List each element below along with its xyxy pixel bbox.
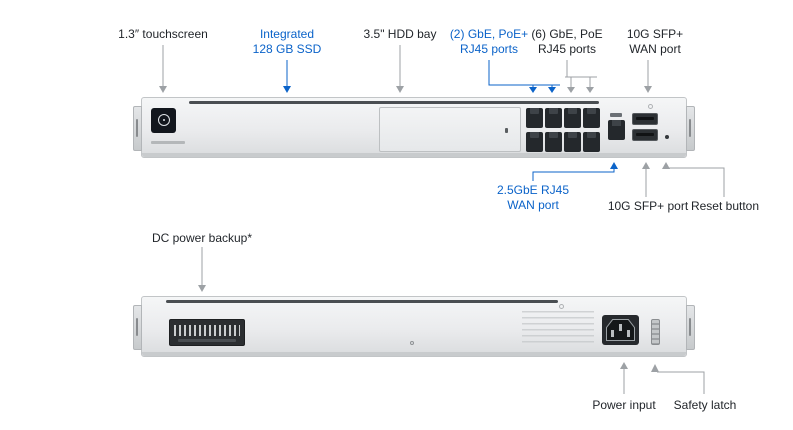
callout-poe-line2: RJ45 ports: [537, 42, 597, 56]
touchscreen-display: [151, 108, 176, 133]
cert-label-block: [522, 311, 594, 345]
rj45-port: [564, 108, 581, 128]
rack-ear-left: [133, 106, 142, 151]
leader-poe-plus-arrow2: [548, 87, 556, 93]
callout-safety-latch: Safety latch: [673, 398, 737, 412]
touch-ui-icon: [158, 114, 170, 126]
safety-latch-tab: [651, 319, 660, 345]
rack-ear-left: [133, 305, 142, 350]
brand-mark: [648, 104, 653, 109]
rj45-port: [583, 132, 600, 152]
hdd-bay-tray: [379, 107, 521, 152]
rack-ear-right: [686, 305, 695, 350]
callout-touchscreen: 1.3″ touchscreen: [118, 27, 208, 41]
callout-power-input: Power input: [592, 398, 656, 412]
leader-poe-plus-arrow1: [529, 87, 537, 93]
leader-dc-arrow: [198, 285, 206, 292]
tray-release-hole: [505, 128, 508, 133]
leader-ssd-arrow: [283, 86, 291, 93]
callout-ssd: Integrated 128 GB SSD: [247, 27, 327, 57]
vent-slot: [166, 300, 558, 303]
inlet-pins: [619, 324, 622, 331]
callout-ssd-line1: Integrated: [259, 27, 315, 41]
callout-reset-button: Reset button: [690, 199, 760, 213]
callout-wan-rj45-port: 2.5GbE RJ45 WAN port: [493, 183, 573, 213]
leader-wan-rj45-arrow: [610, 162, 618, 169]
dc-terminal-block: [169, 319, 245, 346]
sfp-lan-slot: [632, 129, 658, 141]
leader-reset-arrow: [662, 162, 670, 169]
front-panel-illustration: [133, 97, 695, 158]
rj45-port: [545, 132, 562, 152]
leader-power-input-arrow: [620, 362, 628, 369]
brand-mark: [559, 304, 564, 309]
callout-sfp-lan-port: 10G SFP+ port: [607, 199, 689, 213]
callout-wan-rj45-line2: WAN port: [507, 198, 559, 212]
rack-ear-right: [686, 106, 695, 151]
leader-sfp-lan-arrow: [642, 162, 650, 169]
leader-poe-line: [565, 60, 597, 78]
rj45-port: [545, 108, 562, 128]
callout-sfp-wan-line1: 10G SFP+: [626, 27, 684, 41]
callout-poe-plus-line2: RJ45 ports: [459, 42, 519, 56]
callout-wan-rj45-line1: 2.5GbE RJ45: [496, 183, 570, 197]
wan-rj45-port: [608, 120, 625, 140]
leader-poe-arrow1: [567, 87, 575, 93]
callout-poe-plus-ports: (2) GbE, PoE+ RJ45 ports: [447, 27, 531, 57]
dc-terminal-pins: [174, 325, 240, 336]
chassis-base-strip: [142, 153, 686, 157]
leader-safety-latch-line: [657, 371, 705, 394]
callout-sfp-wan-port: 10G SFP+ WAN port: [617, 27, 693, 57]
callout-dc-power-backup: DC power backup*: [151, 231, 253, 245]
rj45-port: [526, 108, 543, 128]
leader-sfp-wan-arrow: [644, 86, 652, 93]
brand-text-placeholder: [151, 141, 185, 144]
leader-hdd-arrow: [396, 86, 404, 93]
rj45-port: [583, 108, 600, 128]
vent-slot: [189, 101, 599, 104]
leader-touchscreen-arrow: [159, 86, 167, 93]
dc-terminal-ledge: [178, 339, 236, 342]
power-inlet: [602, 315, 639, 345]
regulatory-mark: [410, 341, 414, 345]
callout-ssd-line2: 128 GB SSD: [252, 42, 322, 56]
leader-wan-rj45-line: [532, 169, 615, 181]
callout-poe-ports: (6) GbE, PoE RJ45 ports: [529, 27, 605, 57]
leader-poe-plus-line: [488, 60, 560, 86]
leader-poe-arrow2: [586, 87, 594, 93]
sfp-wan-slot: [632, 113, 658, 125]
reset-button-dot: [665, 135, 669, 139]
callout-poe-line1: (6) GbE, PoE: [531, 27, 603, 41]
rj45-port: [526, 132, 543, 152]
callout-hdd-bay: 3.5" HDD bay: [363, 27, 437, 41]
leader-reset-line: [668, 167, 725, 197]
rear-panel-illustration: [133, 296, 695, 357]
callout-poe-plus-line1: (2) GbE, PoE+: [449, 27, 529, 41]
chassis-base-strip: [142, 352, 686, 356]
callout-sfp-wan-line2: WAN port: [629, 42, 681, 56]
leader-safety-latch-arrow: [651, 364, 659, 372]
rj45-port: [564, 132, 581, 152]
wan-port-marking: [610, 113, 622, 117]
rj45-port-block: [526, 108, 600, 152]
